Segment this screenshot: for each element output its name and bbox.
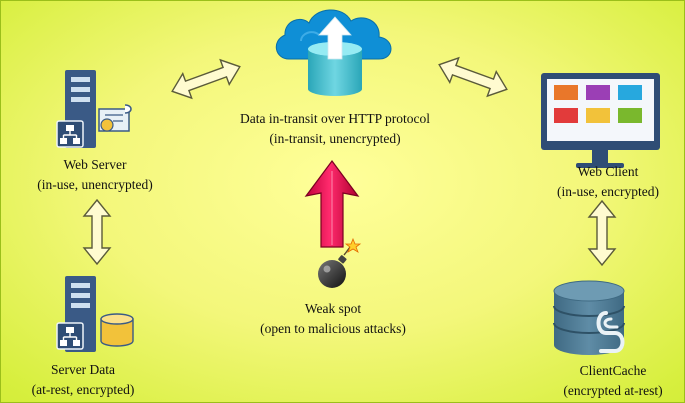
client-cache-label: ClientCache (encrypted at-rest) (563, 361, 662, 401)
client-cache-subtitle: (encrypted at-rest) (563, 383, 663, 398)
arrow-client-cache (587, 199, 617, 267)
web-client-subtitle: (in-use, encrypted) (557, 184, 659, 199)
web-server-label: Web Server (in-use, unencrypted) (37, 155, 152, 195)
web-server-subtitle: (in-use, unencrypted) (37, 177, 153, 192)
server-data-subtitle: (at-rest, encrypted) (31, 382, 135, 397)
arrow-transit-client (438, 56, 508, 98)
arrow-server-data (82, 198, 112, 266)
cloud-upload-icon (275, 9, 392, 96)
transit-title: Data in-transit over HTTP protocol (240, 111, 430, 126)
weak-spot-title: Weak spot (304, 301, 362, 316)
web-server-icon (56, 70, 132, 148)
attack-arrow (304, 159, 360, 248)
transit-label: Data in-transit over HTTP protocol (in-t… (240, 109, 430, 149)
weak-spot-label: Weak spot (open to malicious attacks) (260, 299, 406, 339)
server-data-title: Server Data (50, 362, 116, 377)
arrow-server-transit (171, 58, 241, 100)
web-client-title: Web Client (577, 164, 639, 179)
server-data-label: Server Data (at-rest, encrypted) (32, 360, 135, 400)
monitor-icon (541, 73, 660, 168)
database-cache-icon (553, 280, 625, 355)
database-server-icon (56, 276, 134, 352)
client-cache-title: ClientCache (579, 363, 647, 378)
web-client-label: Web Client (in-use, encrypted) (557, 162, 659, 202)
bomb-icon (318, 237, 362, 288)
web-server-title: Web Server (63, 157, 127, 172)
transit-subtitle: (in-transit, unencrypted) (269, 131, 401, 146)
weak-spot-subtitle: (open to malicious attacks) (260, 321, 406, 336)
